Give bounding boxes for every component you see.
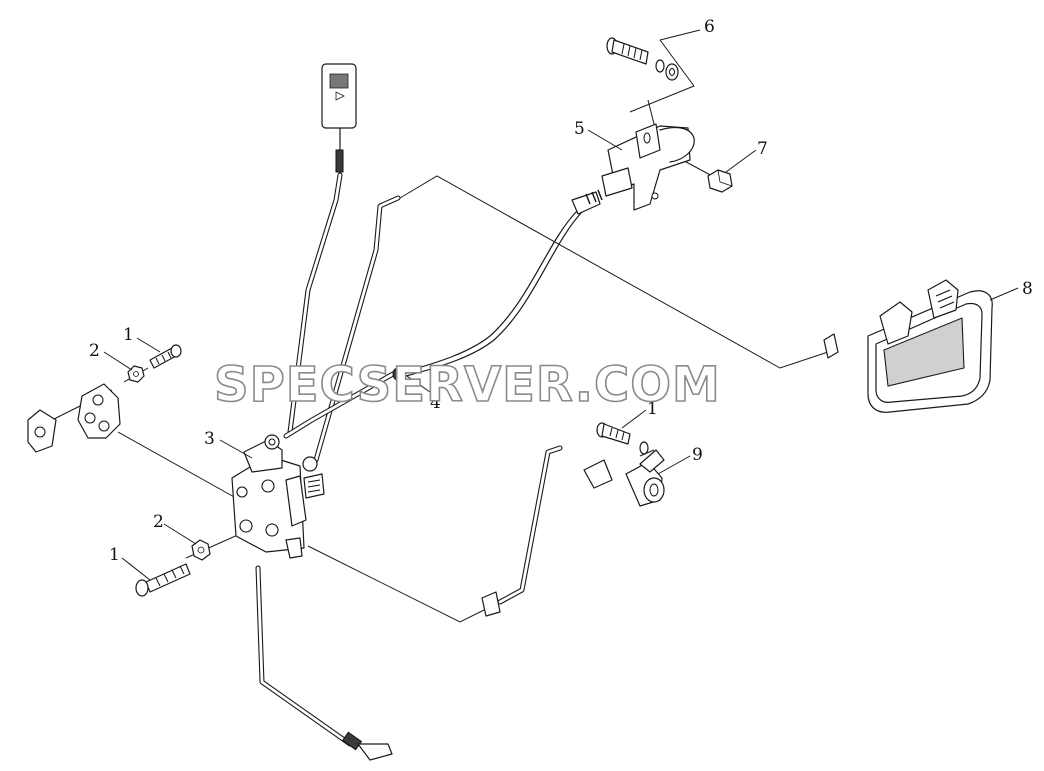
inner-handle-cable <box>392 189 603 381</box>
interior-release-handle <box>321 63 357 173</box>
callout-1-lower: 1 <box>109 545 120 565</box>
rod-clip-upper <box>583 459 613 489</box>
bracket-lever <box>601 167 633 197</box>
bolt-thread <box>621 43 643 61</box>
leader-8 <box>989 287 1019 301</box>
callout-1-upper: 1 <box>123 325 134 345</box>
release-cable-sleeve <box>335 149 344 173</box>
inner-handle-bracket <box>601 123 695 211</box>
cable-end-fitting <box>392 367 404 381</box>
outer-handle-grip <box>883 317 965 387</box>
assembly-lines <box>51 39 829 623</box>
callout-2-upper: 2 <box>89 341 100 361</box>
cable-main <box>403 209 579 373</box>
callout-5: 5 <box>574 119 585 139</box>
release-handle-grip <box>329 73 349 89</box>
leader-3 <box>219 439 253 459</box>
leader-4 <box>403 373 431 393</box>
callout-9: 9 <box>692 445 703 465</box>
rod-bottom-clip <box>357 743 393 761</box>
bolt-shank <box>611 39 649 65</box>
leader-6 <box>659 29 701 41</box>
nut-part <box>707 169 733 193</box>
door-lock-body <box>231 434 325 559</box>
leader-1-upper <box>136 337 161 353</box>
bolt-washer-small <box>655 59 665 73</box>
bracket-hole <box>651 192 659 200</box>
callout-8: 8 <box>1022 279 1033 299</box>
outer-handle-lever-right <box>927 279 959 319</box>
striker-plate-body <box>77 383 121 439</box>
key-cylinder-lever <box>639 449 665 473</box>
rod-clip-lower <box>481 591 501 617</box>
leader-bolt-bracket <box>629 39 695 113</box>
leader-striker-to-lock <box>117 431 237 499</box>
leader-1-right <box>621 409 647 429</box>
control-rods <box>283 172 403 463</box>
cable-spring <box>585 189 603 205</box>
release-handle-body <box>321 63 357 129</box>
leader-1-lower <box>121 557 151 581</box>
lock-pivot-rod <box>302 456 318 472</box>
leader-2-lower <box>163 523 197 545</box>
bolt-washer-large <box>665 63 679 81</box>
leader-9 <box>657 455 691 475</box>
watermark-text: SPECSERVER.COM <box>214 357 721 413</box>
leader-2-upper <box>103 351 133 371</box>
callout-leaders <box>103 29 1019 581</box>
bracket-slot <box>643 132 651 144</box>
callout-1-right: 1 <box>647 399 658 419</box>
key-cyl-washer <box>639 441 649 455</box>
striker-plate <box>27 383 121 453</box>
screw-washer-upper <box>127 344 182 383</box>
leader-rod-to-handle <box>399 175 829 369</box>
leader-5 <box>587 129 623 151</box>
callout-4: 4 <box>430 393 441 413</box>
leader-lock-to-rod <box>307 545 493 623</box>
cable-spring-holder <box>571 191 601 215</box>
lock-cylinder-rod <box>481 445 613 617</box>
rod-bottom <box>255 565 353 747</box>
outer-handle-lever-left <box>879 301 913 345</box>
callout-3: 3 <box>204 429 215 449</box>
callout-2-lower: 2 <box>153 512 164 532</box>
key-cylinder-assembly <box>596 422 665 507</box>
triangle-icon <box>335 91 345 101</box>
screw-shank-right <box>601 423 631 445</box>
lock-side-plate <box>285 475 307 527</box>
rod-cylinder <box>497 445 563 605</box>
screw-head-lower <box>135 579 149 597</box>
bracket-lever-arm <box>659 127 695 163</box>
rod-bottom-sleeve <box>341 731 363 751</box>
leader-7 <box>725 149 757 173</box>
outer-door-handle <box>823 279 993 413</box>
screw-head-upper <box>170 344 182 358</box>
bracket-tab <box>635 123 661 159</box>
callout-6: 6 <box>704 17 715 37</box>
callout-7: 7 <box>757 139 768 159</box>
callout-labels: 1 2 3 4 5 6 7 8 1 9 2 1 <box>89 17 1033 565</box>
outer-handle-clip <box>823 333 839 359</box>
screw-shank-lower <box>145 563 191 593</box>
bolt-assembly <box>606 37 679 81</box>
screw-washer-lower <box>135 539 211 597</box>
bottom-rod <box>255 565 393 761</box>
lock-bottom-tab <box>285 537 303 559</box>
